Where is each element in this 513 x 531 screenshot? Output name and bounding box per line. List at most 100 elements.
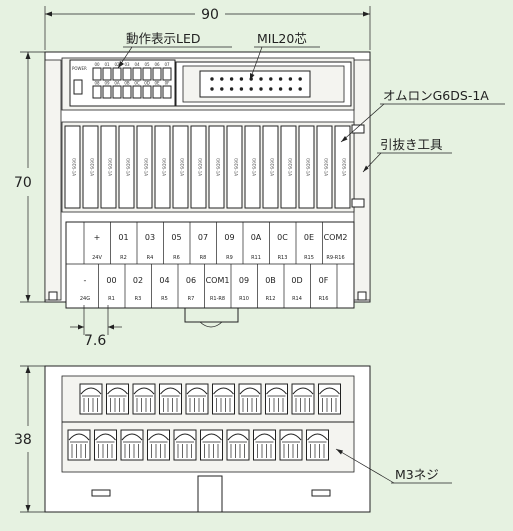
terminal-upper-sub: R8 <box>200 255 207 261</box>
dimension-height-top: 70 <box>14 51 62 303</box>
relay-array: G6DS-1A G6DS-1A G6DS-1A G6DS-1A G6DS-1A G6DS-… <box>64 125 351 209</box>
mount-hole-right <box>357 291 367 301</box>
relay-label: G6DS-1A <box>306 158 311 176</box>
terminal-upper-sub: 24V <box>92 255 102 261</box>
relay-label: G6DS-1A <box>216 158 221 176</box>
led-top <box>142 67 152 81</box>
terminal-upper: 07 <box>198 233 208 242</box>
relay-label: G6DS-1A <box>234 158 239 176</box>
callout-relay: オムロンG6DS-1A <box>340 88 505 143</box>
terminal-upper-sub: R6 <box>173 255 180 261</box>
width-top-label: 90 <box>201 7 219 23</box>
connector-pin <box>288 87 293 91</box>
terminal-upper: 0A <box>251 233 262 242</box>
terminal-upper-sub: R11 <box>251 255 261 261</box>
terminal-lower-sub: R5 <box>161 296 168 302</box>
connector-pin <box>229 77 234 81</box>
screw-head <box>121 433 143 441</box>
terminal-upper-sub: R9 <box>226 255 233 261</box>
screw-terminal <box>212 383 235 415</box>
relay-label: G6DS-1A <box>198 158 203 176</box>
callout-connector: MIL20芯 <box>249 31 320 81</box>
relay-label: G6DS-1A <box>144 158 149 176</box>
led-bottom <box>162 85 172 99</box>
connector-pin <box>288 77 293 81</box>
left-rail <box>44 59 62 301</box>
screw-terminal <box>79 383 103 415</box>
screw-head <box>174 433 196 441</box>
relay <box>334 125 351 209</box>
led-top <box>92 67 102 81</box>
screw-terminal <box>106 383 129 415</box>
height-top-label: 70 <box>14 175 32 191</box>
screw-head <box>160 387 181 395</box>
dimension-width-top: 90 <box>44 6 371 50</box>
relay <box>64 125 81 209</box>
relay-label: G6DS-1A <box>72 158 77 176</box>
callout-screw: M3ネジ <box>335 448 452 484</box>
terminal-upper: + <box>94 233 101 242</box>
power-led-label: POWER <box>72 66 87 71</box>
connector-pin <box>229 87 234 91</box>
screw-head <box>239 387 261 395</box>
led-label-bottom: 0E <box>154 81 160 86</box>
led-bottom <box>132 85 142 99</box>
terminal-lower: 04 <box>159 276 169 285</box>
screw-terminal <box>147 429 170 461</box>
led-top <box>132 67 142 81</box>
screw-head <box>148 433 169 441</box>
screw-terminal <box>306 429 329 461</box>
relay-label: G6DS-1A <box>252 158 257 176</box>
connector-pin <box>249 87 253 91</box>
relay <box>154 125 171 209</box>
led-bottom <box>152 85 162 99</box>
relay <box>190 125 207 209</box>
led-top <box>152 67 162 81</box>
screw-terminal <box>159 383 182 415</box>
screw-terminal <box>253 429 276 461</box>
screw-terminal <box>94 429 117 461</box>
terminal-upper-sub: R2 <box>120 255 127 261</box>
connector-pin <box>298 77 302 81</box>
screw-head <box>80 387 102 395</box>
callout-screw-text: M3ネジ <box>395 467 439 482</box>
connector-pin <box>259 77 263 81</box>
terminal-lower: 0D <box>291 276 302 285</box>
terminal-lower: 00 <box>106 276 116 285</box>
terminal-lower-sub: R1 <box>108 296 115 302</box>
led-label-top: 06 <box>154 62 160 67</box>
side-slot-left <box>91 489 111 497</box>
led-label-top: 00 <box>94 62 100 67</box>
relay <box>298 125 315 209</box>
relay <box>262 125 279 209</box>
led-top <box>162 67 172 81</box>
connector-socket <box>199 70 311 98</box>
terminal-housing <box>65 221 355 309</box>
connector-pin <box>210 87 214 91</box>
mil-connector <box>175 61 352 107</box>
led-top <box>102 67 112 81</box>
callout-led-text: 動作表示LED <box>126 31 201 46</box>
relay-label: G6DS-1A <box>162 158 167 176</box>
led-label-top: 03 <box>124 62 130 67</box>
tool-slot-bottom <box>351 198 365 208</box>
terminal-lower: COM1 <box>206 276 230 285</box>
screw-head <box>186 387 208 395</box>
connector-pin <box>298 87 302 91</box>
screw-head <box>254 433 275 441</box>
tool-slot-top <box>351 124 365 134</box>
connector-pin <box>259 87 263 91</box>
terminal-upper: COM2 <box>324 233 348 242</box>
terminal-upper-sub: R4 <box>147 255 154 261</box>
terminal-lower-sub: R7 <box>188 296 195 302</box>
relay-label: G6DS-1A <box>342 158 347 176</box>
terminal-block-top: +24V-24G01R200R103R402R305R604R507R806R7… <box>65 221 355 328</box>
side-view: 38 M3ネジ <box>14 365 452 513</box>
screw-terminal <box>265 383 288 415</box>
relay <box>82 125 99 209</box>
relay-label: G6DS-1A <box>90 158 95 176</box>
led-bottom <box>92 85 102 99</box>
screw-row-bottom <box>67 429 329 461</box>
